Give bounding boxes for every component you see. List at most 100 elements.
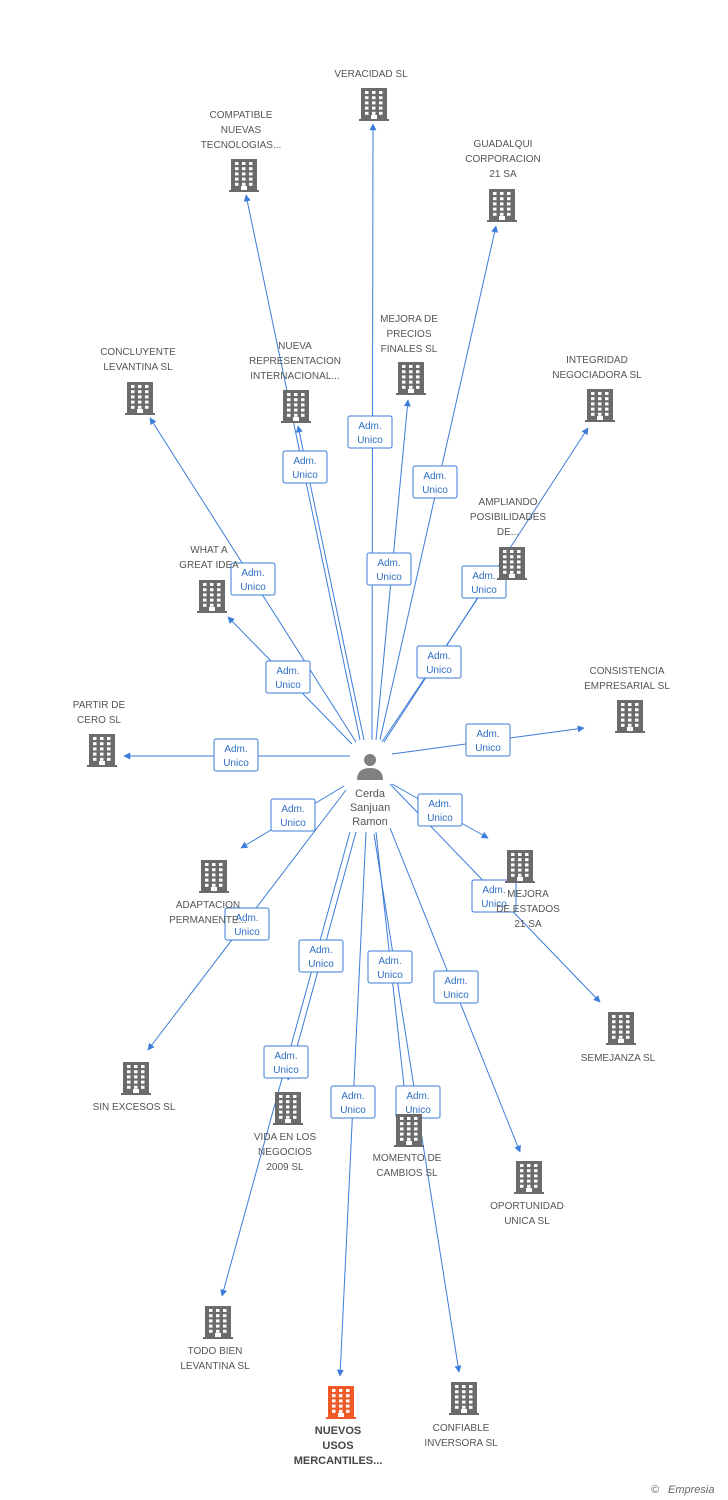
company-label-line: CONCLUYENTE: [100, 347, 176, 358]
company-label-line: COMPATIBLE: [210, 110, 273, 121]
company-label-line: ADAPTACION: [176, 900, 240, 911]
building-icon: [229, 159, 259, 192]
relation-badge-box: [230, 562, 276, 596]
relation-badge-text: Unico: [377, 970, 403, 981]
person-name-line: Sanjuan: [350, 802, 390, 814]
relation-badge[interactable]: Adm. Unico: [433, 970, 479, 1004]
company-label-line: WHAT A: [190, 545, 228, 556]
building-icon: [359, 88, 389, 121]
building-icon: [197, 580, 227, 613]
relation-badge[interactable]: Adm.Unico: [213, 738, 259, 772]
relation-badge[interactable]: Adm.Unico: [367, 950, 413, 984]
relation-badge-text: Adm.: [358, 421, 381, 432]
company-node-mejora21[interactable]: MEJORA DE ESTADOS 21 SA: [496, 850, 560, 930]
company-label-line: SIN EXCESOS SL: [93, 1102, 176, 1113]
company-node-sinexcesos[interactable]: SIN EXCESOS SL: [93, 1062, 176, 1113]
relation-badge-text: Adm.: [235, 913, 258, 924]
relation-badge[interactable]: Adm.Unico: [461, 565, 507, 599]
relation-badge-text: Adm.: [444, 976, 467, 987]
building-icon: [125, 382, 155, 415]
relation-badge-box: [416, 645, 462, 679]
company-label-line: GREAT IDEA: [179, 560, 239, 571]
relation-badge-box: [282, 450, 328, 484]
building-icon: [121, 1062, 151, 1095]
relation-badge-text: Adm.: [377, 558, 400, 569]
relation-badge[interactable]: Adm.Unico: [395, 1085, 441, 1119]
company-node-semejanza[interactable]: SEMEJANZA SL: [581, 1012, 656, 1064]
relation-badge[interactable]: Adm.Unico: [265, 660, 311, 694]
relation-badge-text: Unico: [240, 582, 266, 593]
building-icon: [497, 547, 527, 580]
relation-badge[interactable]: Adm.Unico: [417, 793, 463, 827]
relation-badge-text: Adm.: [276, 666, 299, 677]
relation-badge[interactable]: Adm.Unico: [416, 645, 462, 679]
relation-badge-box: [417, 793, 463, 827]
relation-badge-text: Unico: [223, 758, 249, 769]
company-label-line: FINALES SL: [381, 344, 438, 355]
relation-badge-box: [471, 879, 517, 913]
relation-badge-text: Unico: [234, 927, 260, 938]
company-label-line: DE ESTADOS: [496, 904, 560, 915]
company-label-line: LEVANTINA SL: [180, 1361, 250, 1372]
company-node-veracidad[interactable]: VERACIDAD SL: [334, 69, 408, 121]
company-node-whatagreat[interactable]: WHAT A GREAT IDEA: [179, 545, 239, 613]
company-label-line: OPORTUNIDAD: [490, 1201, 564, 1212]
company-label-line: POSIBILIDADES: [470, 512, 546, 523]
relation-badge-box: [412, 465, 458, 499]
relation-badge-text: Adm.: [476, 729, 499, 740]
relation-badge[interactable]: Adm.Unico: [230, 562, 276, 596]
relation-badge-box: [433, 970, 479, 1004]
relation-badge-box: [367, 950, 413, 984]
relation-badge-text: Unico: [376, 572, 402, 583]
company-label-line: TECNOLOGIAS...: [201, 140, 282, 151]
person-name-line: Ramon: [352, 816, 387, 828]
company-node-nueva[interactable]: NUEVAREPRESENTACIONINTERNACIONAL...: [249, 341, 341, 423]
company-node-adaptacion[interactable]: ADAPTACIONPERMANENTE...: [169, 860, 247, 926]
company-label-line: MEJORA: [507, 889, 549, 900]
relation-badge[interactable]: Adm.Unico: [347, 415, 393, 449]
company-label-line: NEGOCIADORA SL: [552, 370, 642, 381]
relation-badge[interactable]: Adm.Unico: [330, 1085, 376, 1119]
relation-badge-text: Unico: [426, 665, 452, 676]
relation-badge[interactable]: Adm. Unico: [224, 907, 270, 941]
company-label-line: VERACIDAD SL: [334, 69, 408, 80]
relation-badge-box: [347, 415, 393, 449]
relation-badge[interactable]: Adm.Unico: [471, 879, 517, 913]
company-label-line: EMPRESARIAL SL: [584, 681, 670, 692]
relation-badge[interactable]: Adm.Unico: [263, 1045, 309, 1079]
company-label-line: 21 SA: [489, 169, 517, 180]
relation-badge-text: Unico: [443, 990, 469, 1001]
relation-badge[interactable]: Adm.Unico: [282, 450, 328, 484]
company-node-compatible[interactable]: COMPATIBLENUEVASTECNOLOGIAS...: [201, 110, 282, 192]
company-label-line: REPRESENTACION: [249, 356, 341, 367]
relation-badge[interactable]: Adm.Unico: [412, 465, 458, 499]
relation-badge[interactable]: Adm.Unico: [270, 798, 316, 832]
building-icon: [615, 700, 645, 733]
company-node-nuevos[interactable]: NUEVOSUSOSMERCANTILES...: [294, 1386, 383, 1467]
footer-brand: © Empresia: [651, 1484, 714, 1496]
building-icon: [87, 734, 117, 767]
relation-badge[interactable]: Adm. Unico: [366, 552, 412, 586]
relation-badge-text: Unico: [280, 818, 306, 829]
relation-badge[interactable]: Adm.Unico: [465, 723, 511, 757]
company-label-line: 21 SA: [514, 919, 542, 930]
company-node-ampliando[interactable]: AMPLIANDOPOSIBILIDADESDE...: [470, 497, 546, 580]
building-icon: [326, 1386, 356, 1419]
relation-badge-text: Adm.: [482, 885, 505, 896]
person-name-line: Cerda: [355, 788, 386, 800]
relation-badge[interactable]: Adm.Unico: [298, 939, 344, 973]
relation-badge-text: Adm.: [428, 799, 451, 810]
company-label-line: GUADALQUI: [474, 139, 533, 150]
